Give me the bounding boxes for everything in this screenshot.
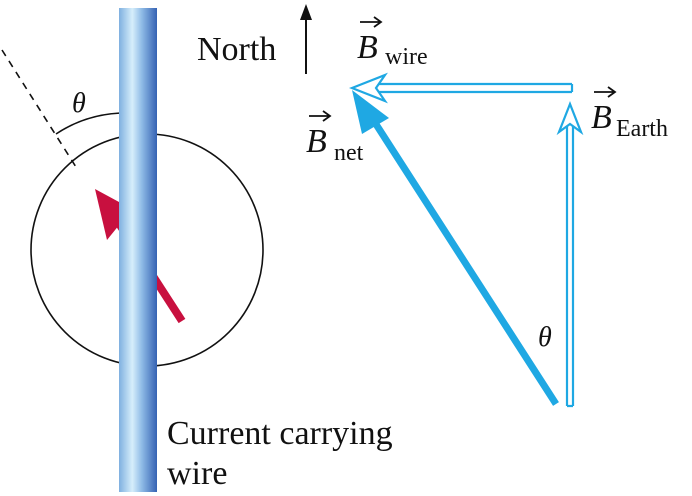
b-earth-subscript: Earth (616, 116, 668, 142)
b-net-label: B net (306, 110, 364, 166)
b-earth-vector-outline (565, 121, 575, 408)
north-arrow-head (300, 4, 312, 20)
current-carrying-wire (119, 8, 157, 492)
b-wire-symbol: B (357, 29, 378, 66)
wire-caption-line-2: wire (167, 455, 227, 492)
b-net-subscript: net (334, 140, 364, 166)
triangle-theta-label: θ (538, 322, 552, 353)
b-earth-label: B Earth (591, 86, 668, 142)
b-wire-vector-head (348, 72, 388, 104)
b-earth-vector-head (556, 100, 584, 136)
b-wire-vector-outline (375, 82, 574, 94)
compass-needle-head (95, 189, 132, 240)
b-net-vector-accent (309, 110, 332, 122)
b-wire-vector-accent (360, 16, 383, 28)
b-wire-label: B wire (357, 16, 428, 70)
b-earth-vector-accent (594, 86, 617, 98)
compass-theta-label: θ (72, 88, 86, 119)
needle-direction-dashed-line (1, 49, 77, 168)
b-net-vector-head (352, 90, 389, 134)
wire-caption-line-1: Current carrying (167, 415, 393, 452)
b-earth-symbol: B (591, 99, 612, 136)
b-net-symbol: B (306, 123, 327, 160)
b-net-vector-shaft (369, 116, 559, 406)
b-wire-subscript: wire (385, 44, 428, 70)
north-indicator: North (197, 4, 312, 74)
vector-triangle: θ (348, 72, 584, 408)
north-label: North (197, 31, 276, 68)
